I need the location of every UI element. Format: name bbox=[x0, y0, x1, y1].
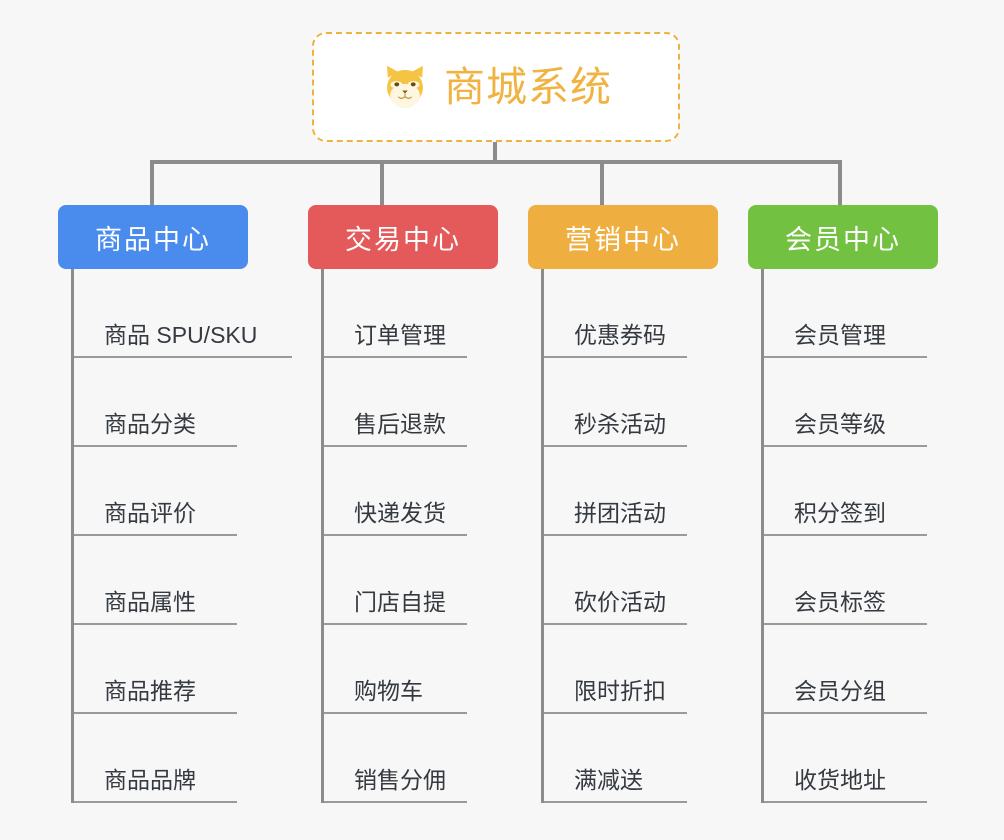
leaf-item-label: 商品评价 bbox=[104, 499, 196, 526]
leaf-item[interactable]: 积分签到 bbox=[764, 447, 927, 536]
leaf-item-label: 会员管理 bbox=[794, 321, 886, 348]
leaf-item[interactable]: 商品推荐 bbox=[74, 625, 237, 714]
leaf-item[interactable]: 满减送 bbox=[544, 714, 687, 803]
leaf-item-label: 优惠券码 bbox=[574, 321, 666, 348]
branch-trade-center: 交易中心订单管理售后退款快递发货门店自提购物车销售分佣 bbox=[308, 205, 498, 803]
branch-header-trade-center[interactable]: 交易中心 bbox=[308, 205, 498, 269]
leaf-item-label: 会员分组 bbox=[794, 677, 886, 704]
leaf-item[interactable]: 商品分类 bbox=[74, 358, 237, 447]
leaf-item-label: 积分签到 bbox=[794, 499, 886, 526]
leaf-item[interactable]: 快递发货 bbox=[324, 447, 467, 536]
branch-header-product-center[interactable]: 商品中心 bbox=[58, 205, 248, 269]
leaf-item[interactable]: 会员管理 bbox=[764, 269, 927, 358]
leaf-item-label: 拼团活动 bbox=[574, 499, 666, 526]
branch-member-center: 会员中心会员管理会员等级积分签到会员标签会员分组收货地址 bbox=[748, 205, 938, 803]
leaf-item[interactable]: 会员标签 bbox=[764, 536, 927, 625]
branch-spine-member-center: 会员管理会员等级积分签到会员标签会员分组收货地址 bbox=[761, 269, 938, 803]
leaf-item[interactable]: 收货地址 bbox=[764, 714, 927, 803]
leaf-item[interactable]: 商品属性 bbox=[74, 536, 237, 625]
branch-header-label: 商品中心 bbox=[95, 224, 211, 255]
root-title: 商城系统 bbox=[444, 63, 612, 110]
leaf-item-label: 订单管理 bbox=[354, 321, 446, 348]
leaf-item-label: 商品属性 bbox=[104, 588, 196, 615]
leaf-item[interactable]: 门店自提 bbox=[324, 536, 467, 625]
leaf-item-label: 会员标签 bbox=[794, 588, 886, 615]
leaf-item[interactable]: 商品品牌 bbox=[74, 714, 237, 803]
leaf-item-label: 商品分类 bbox=[104, 410, 196, 437]
leaf-item[interactable]: 销售分佣 bbox=[324, 714, 467, 803]
branch-header-member-center[interactable]: 会员中心 bbox=[748, 205, 938, 269]
branch-product-center: 商品中心商品 SPU/SKU 商品分类商品评价商品属性商品推荐商品品牌 bbox=[58, 205, 292, 803]
shiba-dog-face-icon bbox=[387, 65, 423, 109]
branch-spine-trade-center: 订单管理售后退款快递发货门店自提购物车销售分佣 bbox=[321, 269, 498, 803]
connector-root-stem bbox=[493, 142, 497, 162]
connector-drop-2 bbox=[380, 160, 384, 205]
leaf-item-label: 收货地址 bbox=[794, 766, 886, 793]
leaf-item[interactable]: 商品评价 bbox=[74, 447, 237, 536]
branch-spine-product-center: 商品 SPU/SKU 商品分类商品评价商品属性商品推荐商品品牌 bbox=[71, 269, 292, 803]
branch-header-label: 交易中心 bbox=[345, 224, 461, 255]
leaf-item[interactable]: 砍价活动 bbox=[544, 536, 687, 625]
branch-spine-marketing-center: 优惠券码秒杀活动拼团活动砍价活动限时折扣满减送 bbox=[541, 269, 718, 803]
root-node[interactable]: 商城系统 bbox=[312, 32, 680, 142]
leaf-item-label: 商品推荐 bbox=[104, 677, 196, 704]
connector-drop-4 bbox=[838, 160, 842, 205]
leaf-item-label: 快递发货 bbox=[354, 499, 446, 526]
leaf-item[interactable]: 限时折扣 bbox=[544, 625, 687, 714]
leaf-item-label: 购物车 bbox=[354, 677, 423, 704]
leaf-item[interactable]: 售后退款 bbox=[324, 358, 467, 447]
connector-drop-3 bbox=[600, 160, 604, 205]
leaf-item-label: 限时折扣 bbox=[574, 677, 666, 704]
leaf-item-label: 满减送 bbox=[574, 766, 643, 793]
leaf-item-label: 商品 SPU/SKU bbox=[104, 321, 258, 348]
leaf-item[interactable]: 商品 SPU/SKU bbox=[74, 269, 292, 358]
leaf-item[interactable]: 拼团活动 bbox=[544, 447, 687, 536]
leaf-item[interactable]: 订单管理 bbox=[324, 269, 467, 358]
leaf-item[interactable]: 会员等级 bbox=[764, 358, 927, 447]
leaf-item[interactable]: 会员分组 bbox=[764, 625, 927, 714]
branch-header-marketing-center[interactable]: 营销中心 bbox=[528, 205, 718, 269]
branch-marketing-center: 营销中心优惠券码秒杀活动拼团活动砍价活动限时折扣满减送 bbox=[528, 205, 718, 803]
branch-header-label: 营销中心 bbox=[565, 224, 681, 255]
leaf-item-label: 销售分佣 bbox=[354, 766, 446, 793]
leaf-item-label: 商品品牌 bbox=[104, 766, 196, 793]
leaf-item-label: 门店自提 bbox=[354, 588, 446, 615]
leaf-item-label: 砍价活动 bbox=[574, 588, 666, 615]
leaf-item[interactable]: 优惠券码 bbox=[544, 269, 687, 358]
branch-header-label: 会员中心 bbox=[785, 224, 901, 255]
connector-drop-1 bbox=[150, 160, 154, 205]
leaf-item-label: 秒杀活动 bbox=[574, 410, 666, 437]
leaf-item[interactable]: 购物车 bbox=[324, 625, 467, 714]
leaf-item-label: 售后退款 bbox=[354, 410, 446, 437]
leaf-item-label: 会员等级 bbox=[794, 410, 886, 437]
leaf-item[interactable]: 秒杀活动 bbox=[544, 358, 687, 447]
connector-horizontal-bus bbox=[150, 160, 840, 164]
